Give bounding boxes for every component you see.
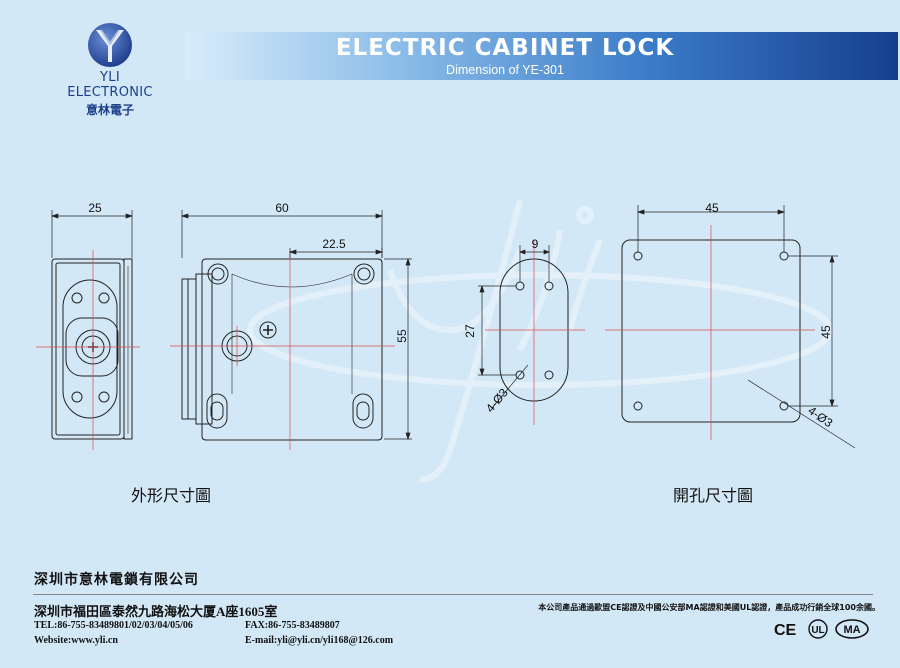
brand-logo: YLI ELECTRONIC 意林電子 xyxy=(60,22,160,118)
company-website[interactable]: Website:www.yli.cn xyxy=(34,635,118,646)
dimension-lines xyxy=(50,205,856,449)
dim-hole-height: 27 xyxy=(463,324,477,338)
brand-name: YLI ELECTRONIC xyxy=(67,70,153,100)
caption-outline: 外形尺寸圖 xyxy=(131,486,212,505)
title-banner: ELECTRIC CABINET LOCK Dimension of YE-30… xyxy=(185,32,898,80)
footer-divider xyxy=(33,594,873,595)
watermark-logo xyxy=(247,199,833,483)
ul-mark-icon: UL xyxy=(808,619,828,639)
dim-plate-width: 45 xyxy=(705,201,719,215)
brand-name-cn: 意林電子 xyxy=(85,103,134,117)
page-subtitle: Dimension of YE-301 xyxy=(446,63,564,77)
svg-text:UL: UL xyxy=(811,625,824,636)
svg-text:CE: CE xyxy=(774,622,797,639)
ce-mark-icon: CE xyxy=(774,622,797,639)
certification-marks: CE UL MA xyxy=(774,619,869,639)
dimension-labels: 25 60 22.5 55 9 27 4-Ø3 45 45 4-Ø3 xyxy=(88,201,835,430)
side-view xyxy=(51,258,133,440)
center-lines xyxy=(36,225,815,450)
dim-front-offset: 22.5 xyxy=(322,237,346,251)
dim-plate-height: 45 xyxy=(819,325,833,339)
ma-mark-icon: MA xyxy=(835,619,869,639)
page-title: ELECTRIC CABINET LOCK xyxy=(335,35,675,61)
company-name: 深圳市意林電鎖有限公司 xyxy=(34,572,199,588)
svg-text:MA: MA xyxy=(843,624,860,636)
dim-front-width: 60 xyxy=(275,201,289,215)
company-address: 深圳市福田區泰然九路海松大厦A座1605室 xyxy=(34,604,278,619)
company-fax: FAX:86-755-83489807 xyxy=(245,620,340,631)
yli-logo-icon xyxy=(88,23,132,67)
front-view xyxy=(181,258,383,441)
dim-front-height: 55 xyxy=(395,329,409,343)
dim-hole-width: 9 xyxy=(532,237,539,251)
company-email[interactable]: E-mail:yli@yli.cn/yli168@126.com xyxy=(245,635,394,646)
company-tel: TEL:86-755-83489801/02/03/04/05/06 xyxy=(34,620,193,631)
caption-cutout: 開孔尺寸圖 xyxy=(673,486,754,505)
dim-side-width: 25 xyxy=(88,201,102,215)
certification-note: 本公司產品通過歐盟CE認證及中國公安部MA認證和美國UL認證，產品成功行銷全球1… xyxy=(538,603,880,612)
